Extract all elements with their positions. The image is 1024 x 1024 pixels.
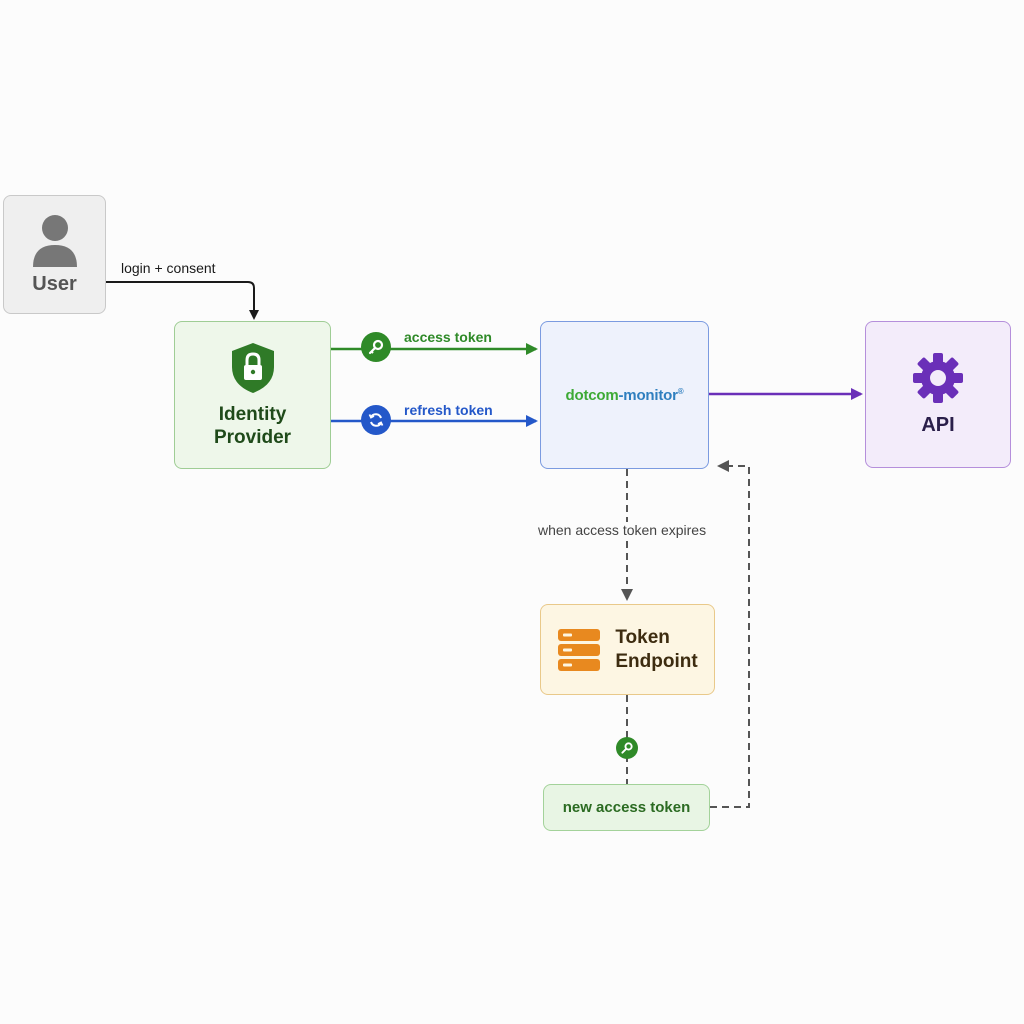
token-endpoint-label-line1: Token xyxy=(615,626,670,648)
token-endpoint-node: Token Endpoint xyxy=(540,604,715,695)
login-connector xyxy=(106,281,259,320)
server-stack-icon xyxy=(558,628,601,671)
api-node: API xyxy=(865,321,1011,468)
identity-provider-node: Identity Provider xyxy=(174,321,331,469)
refresh-icon xyxy=(361,405,391,435)
key-icon xyxy=(616,737,638,759)
token-endpoint-label-line2: Endpoint xyxy=(615,650,698,672)
return-connector xyxy=(710,460,750,808)
dotcom-monitor-logo: dotcom-monitor® xyxy=(565,386,684,404)
refresh-token-label: refresh token xyxy=(404,402,493,418)
api-label: API xyxy=(921,414,955,436)
user-node: User xyxy=(3,195,106,314)
key-icon xyxy=(361,332,391,362)
new-access-token-label: new access token xyxy=(562,799,691,816)
dotcom-monitor-node: dotcom-monitor® xyxy=(540,321,709,469)
shield-lock-icon xyxy=(231,343,274,393)
access-token-label: access token xyxy=(404,329,492,345)
user-label: User xyxy=(32,273,77,295)
user-icon xyxy=(32,215,77,267)
identity-provider-label-line2: Provider xyxy=(213,427,292,448)
token-expires-label: when access token expires xyxy=(537,522,708,538)
new-access-token-node: new access token xyxy=(543,784,710,831)
login-consent-label: login + consent xyxy=(121,260,216,276)
gear-icon xyxy=(913,353,963,403)
identity-provider-label-line1: Identity xyxy=(218,404,287,425)
